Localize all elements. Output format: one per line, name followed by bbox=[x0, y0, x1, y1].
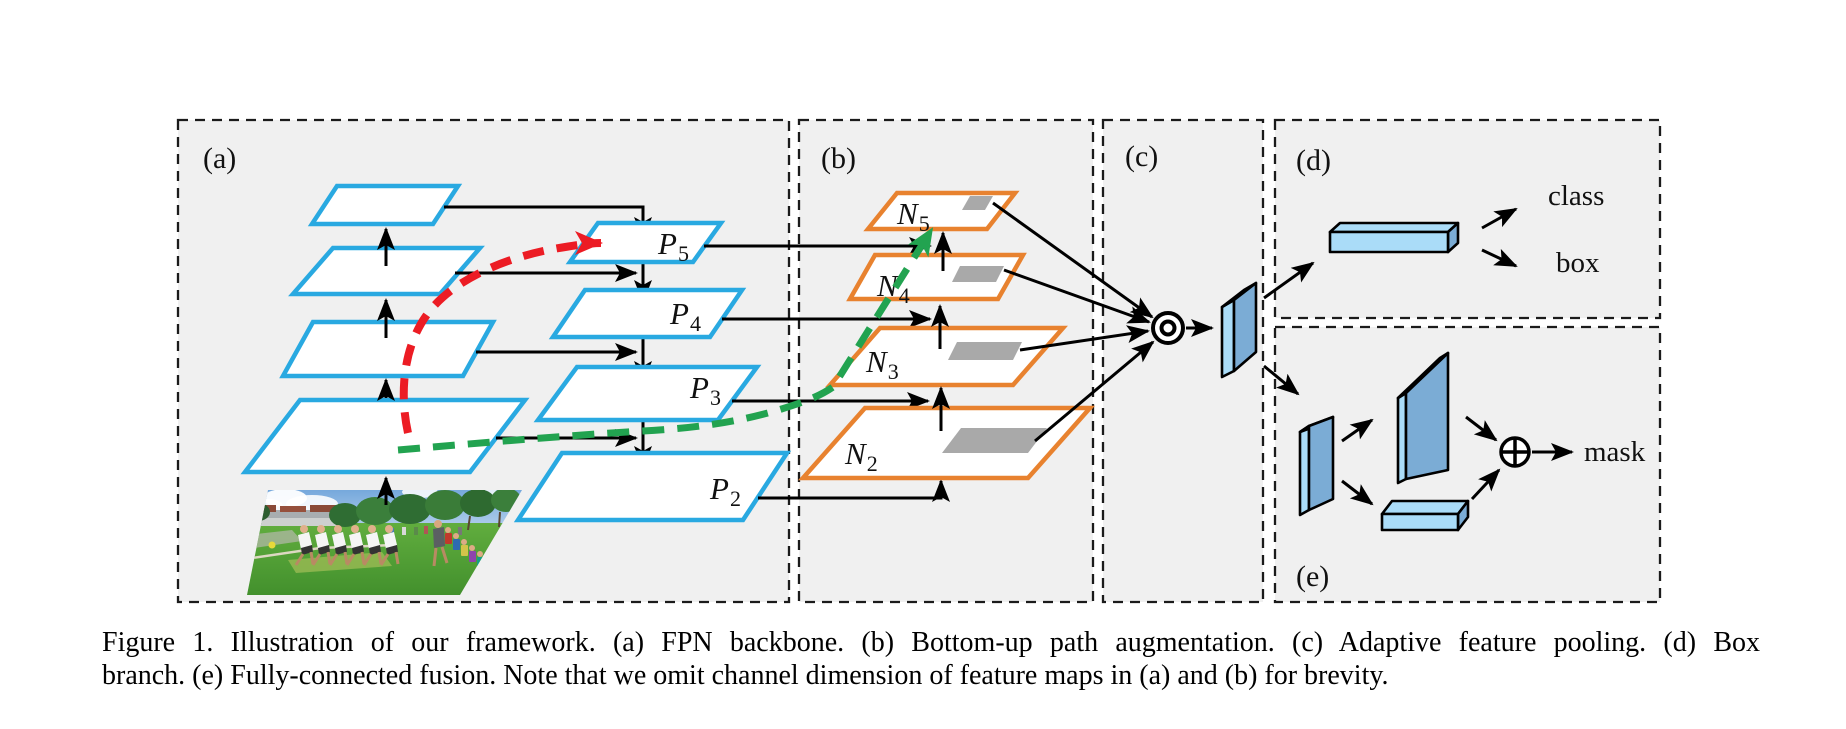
roi-feature-n4 bbox=[952, 266, 1004, 282]
fc-bar-3d bbox=[1380, 499, 1470, 532]
conv-plate-3d bbox=[1396, 351, 1450, 485]
backbone-level5-map bbox=[307, 183, 463, 227]
panel-e-box bbox=[1273, 325, 1662, 604]
aug-n2-map bbox=[798, 405, 1095, 481]
panel-b-arrows bbox=[931, 231, 952, 431]
backbone-level4-map bbox=[288, 245, 485, 297]
fpn-p2-map bbox=[513, 450, 792, 523]
p-to-n-arrows bbox=[704, 237, 950, 502]
ball-shape bbox=[268, 541, 276, 549]
box-output-label: box bbox=[1556, 247, 1600, 279]
fpn-long-path-red-arrow bbox=[399, 231, 603, 434]
roi-feature-n3 bbox=[948, 342, 1022, 360]
panel-b-label: (b) bbox=[821, 142, 856, 175]
fc-bar-3d bbox=[1328, 221, 1460, 254]
augmented-feature-maps: N5 N4 N3 N2 bbox=[798, 190, 1095, 481]
roi-pooling-arrows bbox=[992, 201, 1155, 443]
path-shape bbox=[247, 530, 302, 549]
fpn-p4-label: P4 bbox=[669, 296, 701, 336]
circled-plus-icon bbox=[1499, 436, 1531, 468]
framework-diagram: (a) (b) (c) (d) (e) bbox=[176, 118, 1662, 604]
panel-c-label: (c) bbox=[1125, 140, 1158, 173]
fpn-p4-map bbox=[548, 287, 747, 340]
roi-feature-n5 bbox=[962, 196, 993, 210]
fpn-p5-label: P5 bbox=[657, 226, 689, 266]
aug-n5-map bbox=[863, 190, 1020, 232]
backbone-feature-maps bbox=[240, 183, 530, 475]
tug-of-war-team bbox=[294, 525, 400, 566]
figure-caption: Figure 1. Illustration of our framework.… bbox=[102, 626, 1760, 692]
panel-e-label: (e) bbox=[1296, 560, 1329, 593]
fpn-p3-label: P3 bbox=[689, 370, 721, 410]
aug-n2-label: N2 bbox=[844, 436, 878, 476]
panel-d-box bbox=[1273, 118, 1662, 320]
backbone-level2-map bbox=[240, 397, 530, 475]
fpn-p2-label: P2 bbox=[709, 471, 741, 511]
circled-circle-icon bbox=[1151, 311, 1185, 345]
pooled-feature-plate bbox=[1220, 281, 1258, 379]
roi-feature-n2 bbox=[942, 428, 1047, 453]
box-branch: class box bbox=[1328, 180, 1604, 279]
backbone-level3-map bbox=[279, 319, 497, 379]
mask-output-label: mask bbox=[1584, 436, 1646, 468]
class-output-label: class bbox=[1548, 180, 1604, 212]
fc-fusion-branch: mask bbox=[1298, 351, 1646, 532]
panel-d-label: (d) bbox=[1296, 144, 1331, 177]
fpn-p3-map bbox=[533, 364, 762, 423]
instructor-figure bbox=[432, 520, 449, 567]
input-plate-3d bbox=[1298, 415, 1335, 517]
aug-n3-label: N3 bbox=[865, 344, 899, 384]
distant-people bbox=[390, 526, 462, 536]
caption-line-1: Figure 1. Illustration of our framework.… bbox=[102, 627, 1760, 658]
mat-shape bbox=[288, 552, 392, 573]
adaptive-feature-pooling bbox=[1151, 261, 1315, 396]
aug-n5-label: N5 bbox=[896, 196, 930, 236]
caption-line-2: branch. (e) Fully-connected fusion. Note… bbox=[102, 660, 1389, 691]
panel-a-label: (a) bbox=[203, 142, 236, 175]
fpn-feature-maps: P5 P4 P3 P2 bbox=[513, 220, 792, 523]
